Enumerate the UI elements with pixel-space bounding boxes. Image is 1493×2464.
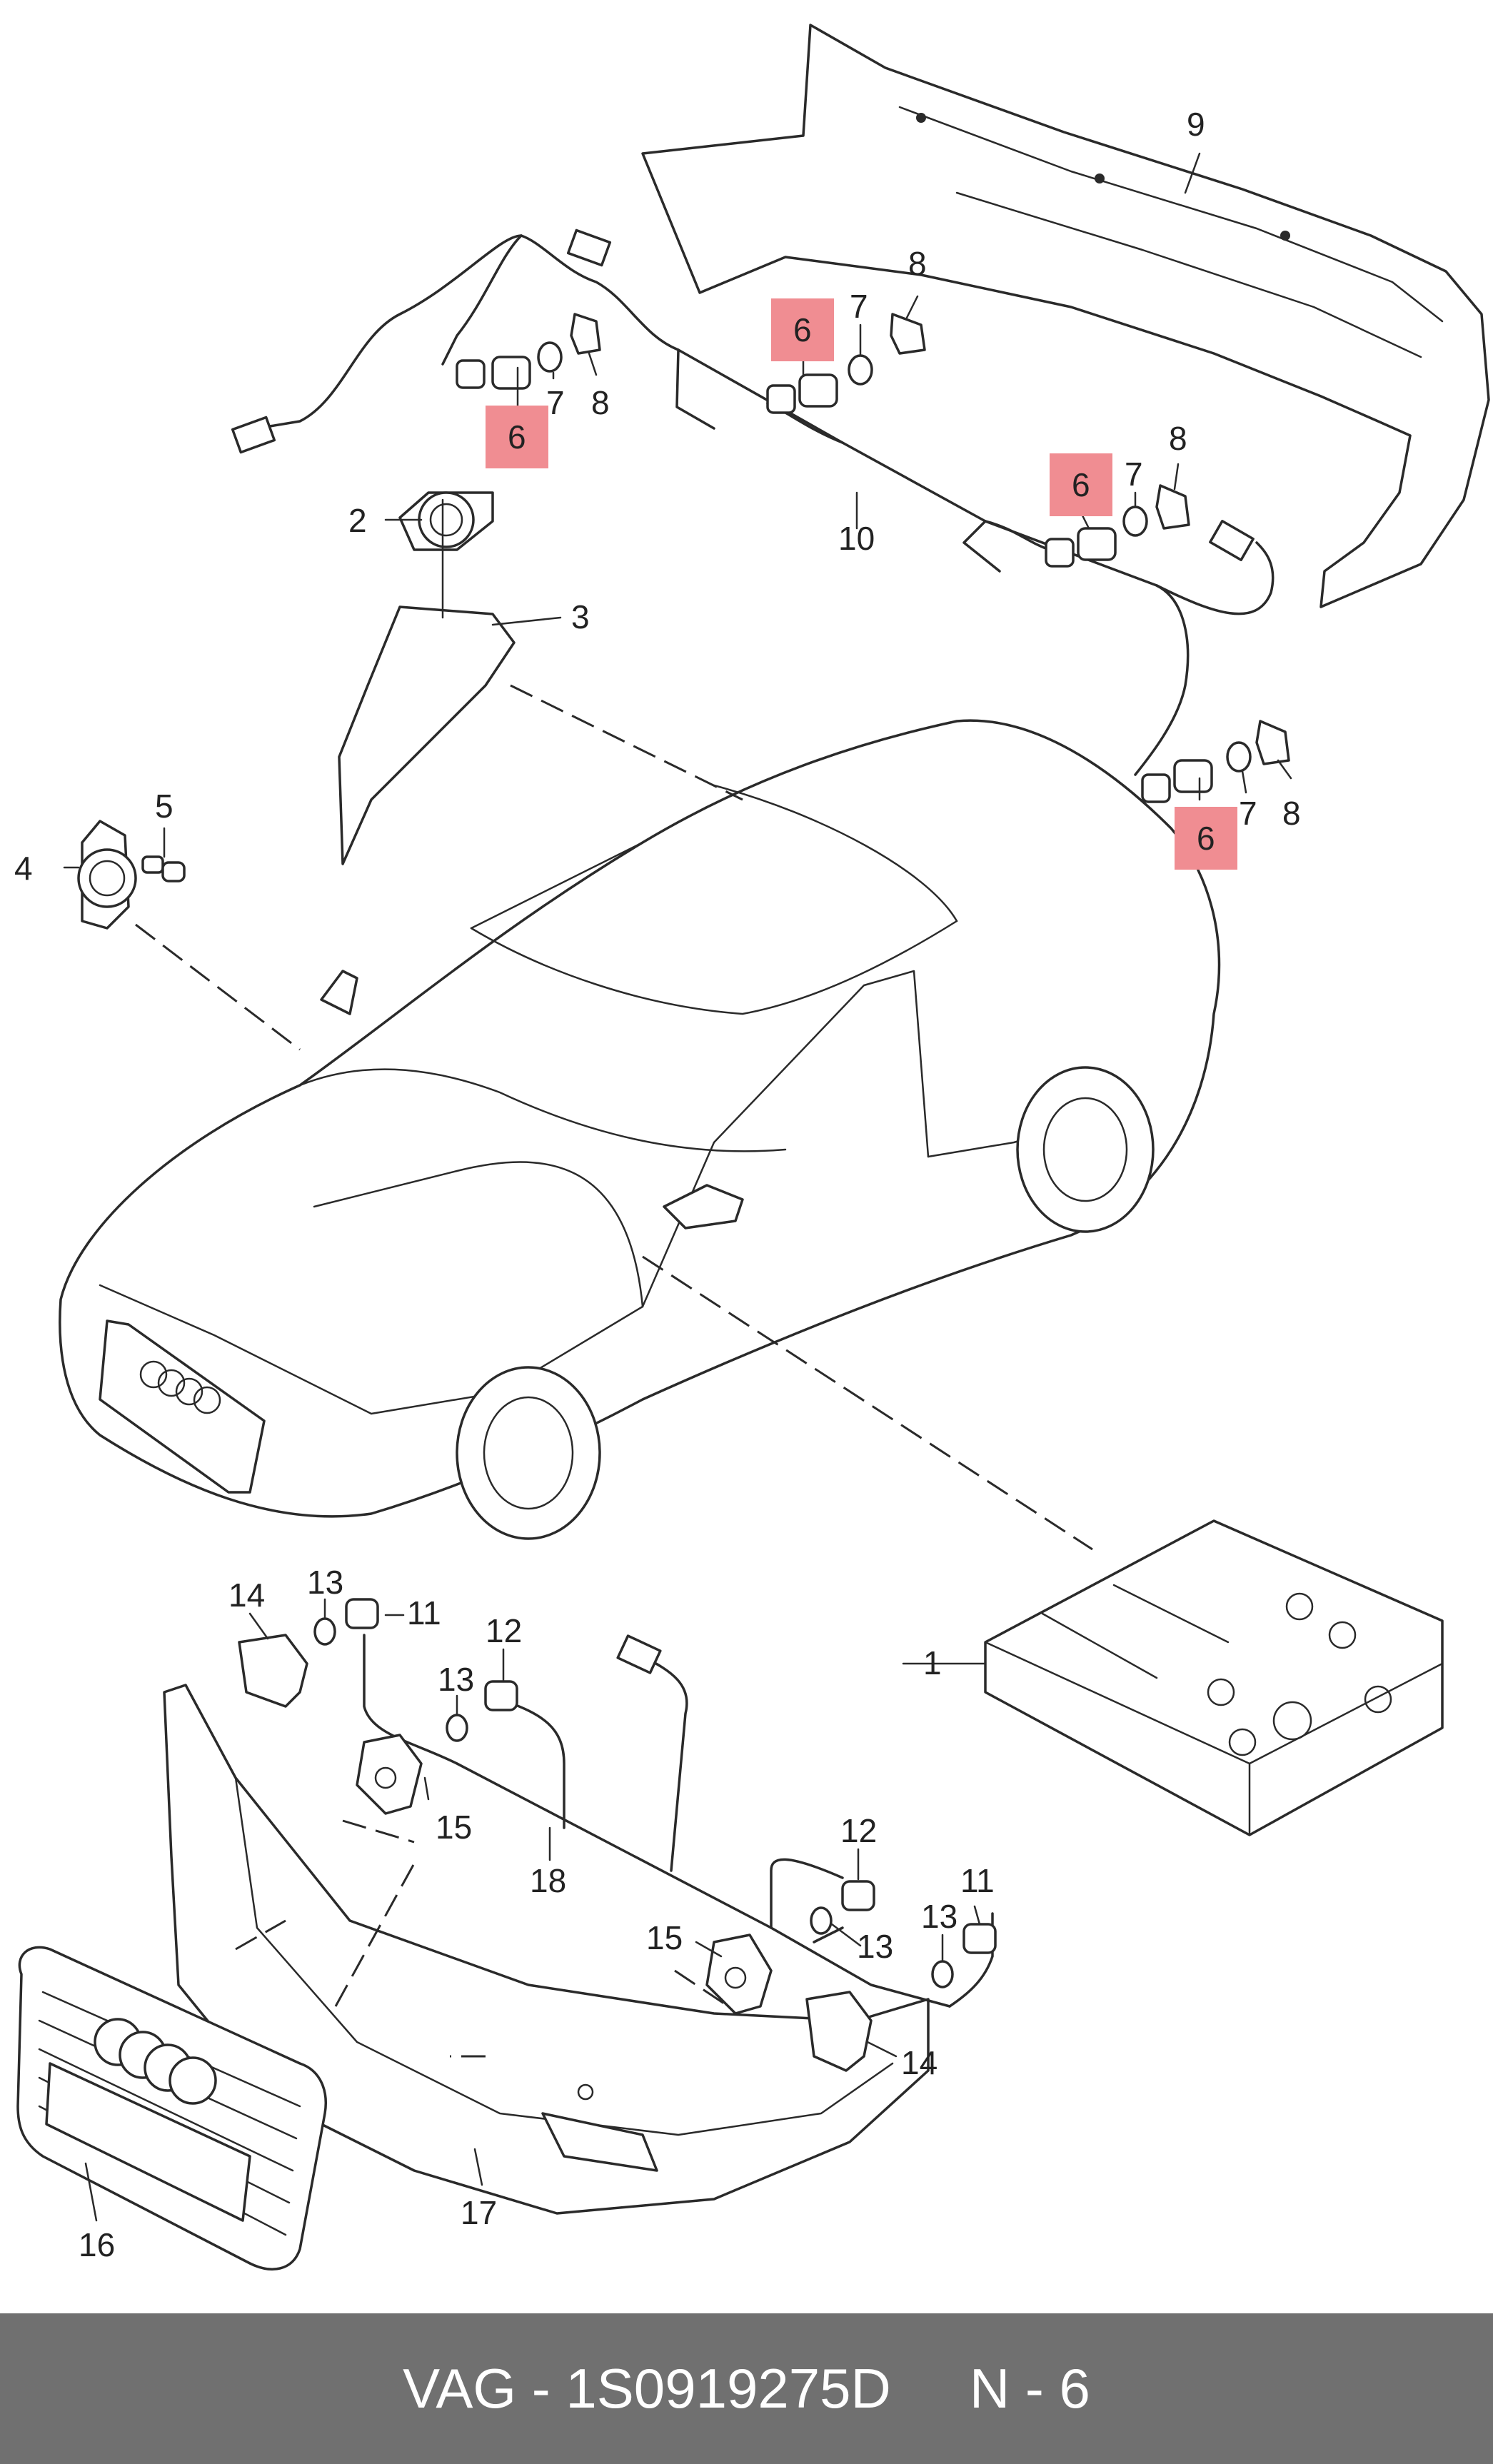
reference-lines: [135, 684, 1093, 2058]
rear-sensor-group-left: [456, 313, 601, 390]
front-holder-15-lower: [705, 1934, 773, 2015]
callout-13-upper-left: 13: [307, 1564, 343, 1601]
rear-sensor-group-center: [766, 313, 926, 414]
callout-13-lower-right: 13: [921, 1898, 957, 1935]
rear-sensor-group-right-lower: [1141, 720, 1290, 803]
callout-2: 2: [348, 502, 367, 539]
highlight-6-b: [771, 298, 834, 361]
callout-6-c: 6: [1072, 466, 1090, 503]
callout-5: 5: [155, 788, 174, 825]
rear-bumper-part-9: [641, 24, 1490, 608]
front-seal-13-upper-left: [313, 1617, 336, 1646]
front-sensor-12-upper: [484, 1680, 518, 1711]
callout-3: 3: [571, 598, 590, 635]
callout-17: 17: [461, 2194, 497, 2231]
callout-13-lower-center: 13: [857, 1928, 893, 1965]
callout-11-lower: 11: [960, 1862, 995, 1899]
callout-6-b: 6: [793, 311, 812, 348]
front-sensor-11-lower: [962, 1923, 997, 1954]
callout-1: 1: [923, 1644, 942, 1681]
separator-text: -: [516, 2357, 566, 2420]
parts-diagram: 9 10 1 2 3 4 5 6 6 6 6 7 7 7 7 8 8 8 8 1…: [14, 24, 1490, 2271]
speaker-part-4: [77, 820, 137, 930]
callout-16: 16: [79, 2226, 115, 2263]
callout-18: 18: [530, 1862, 566, 1899]
position-text: N - 6: [969, 2357, 1090, 2420]
callout-10: 10: [838, 520, 875, 557]
callout-8-c: 8: [1169, 420, 1187, 457]
part-number-text: 1S0919275D: [565, 2357, 891, 2420]
bracket-part-3: [338, 498, 516, 865]
callout-8-b: 8: [908, 245, 927, 282]
callout-14-lower: 14: [901, 2044, 937, 2081]
callout-15-lower: 15: [646, 1919, 683, 1956]
front-holder-14-lower: [805, 1991, 873, 2072]
front-seal-13-lower-center: [810, 1906, 833, 1935]
front-holder-14-upper: [238, 1634, 308, 1708]
front-grille-part-16: [16, 1946, 327, 2271]
brand-text: VAG: [403, 2357, 517, 2420]
part-number-footer: VAG - 1S0919275D N - 6: [0, 2313, 1493, 2464]
highlight-6-c: [1050, 453, 1112, 516]
callout-12-lower: 12: [840, 1812, 877, 1849]
front-holder-15-upper: [356, 1734, 423, 1815]
front-seal-13-upper-center: [446, 1714, 468, 1742]
callout-labels: 9 10 1 2 3 4 5 6 6 6 6 7 7 7 7 8 8 8 8 1…: [14, 106, 1301, 2263]
callout-7-d: 7: [1239, 795, 1257, 832]
callout-7-c: 7: [1125, 456, 1143, 493]
control-unit-part-1: [984, 1519, 1444, 1836]
rear-wiring-harness-part-10: [231, 228, 1275, 776]
speaker-part-2: [398, 491, 494, 551]
callout-9: 9: [1187, 106, 1205, 143]
highlight-6-a: [486, 406, 548, 468]
front-bumper-part-17: [163, 1684, 930, 2215]
callout-7-b: 7: [850, 288, 868, 325]
callout-8-a: 8: [591, 384, 610, 421]
callout-11-upper: 11: [407, 1594, 441, 1631]
highlight-6-d: [1175, 807, 1237, 870]
car-illustration: [59, 719, 1221, 1540]
rear-sensor-group-right-upper: [1045, 484, 1190, 568]
callout-8-d: 8: [1282, 795, 1301, 832]
callout-15-upper: 15: [436, 1809, 472, 1846]
highlight-boxes-part-6: [486, 298, 1237, 870]
callout-14-upper: 14: [228, 1577, 265, 1614]
clip-part-5: [141, 855, 186, 882]
front-sensor-11-upper: [345, 1598, 379, 1629]
front-seal-13-lower-right: [931, 1960, 954, 1988]
callout-12-upper: 12: [486, 1612, 522, 1649]
leader-lines: [63, 152, 1292, 2222]
callout-13-upper-center: 13: [438, 1661, 474, 1698]
front-sensor-12-lower: [841, 1880, 875, 1911]
callout-6-a: 6: [508, 418, 526, 456]
callout-7-a: 7: [546, 384, 565, 421]
callout-4: 4: [14, 850, 33, 887]
callout-6-d: 6: [1197, 820, 1215, 857]
